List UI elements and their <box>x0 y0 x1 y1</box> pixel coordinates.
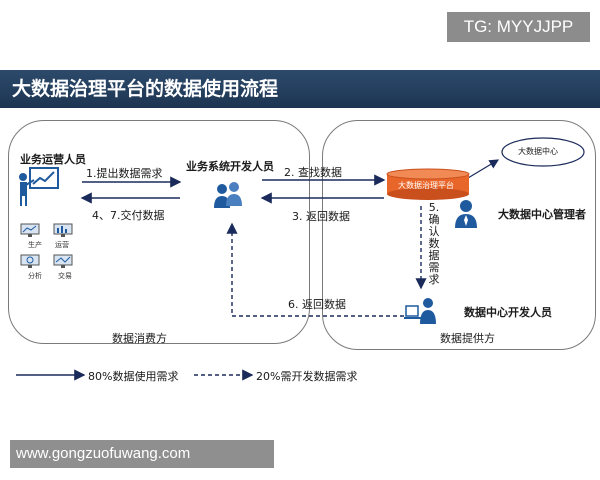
watermark-url: www.gongzuofuwang.com <box>10 440 274 468</box>
monitor-icon <box>53 223 73 237</box>
platform-label: 大数据治理平台 <box>398 181 454 190</box>
legend-solid-label: 80%数据使用需求 <box>88 370 179 383</box>
tg-badge: TG: MYYJJPP <box>447 12 590 42</box>
mini-label-trade: 交易 <box>58 272 72 280</box>
arrow-step6 <box>226 222 404 317</box>
admin-label: 大数据中心管理者 <box>498 208 586 221</box>
step1-label: 1.提出数据需求 <box>86 167 163 180</box>
step47-label: 4、7.交付数据 <box>92 209 165 222</box>
admin-icon <box>455 200 477 228</box>
page-title: 大数据治理平台的数据使用流程 <box>12 78 279 100</box>
datacenter-label: 大数据中心 <box>518 147 558 156</box>
mini-label-production: 生产 <box>28 241 42 249</box>
consumer-caption: 数据消费方 <box>112 332 167 345</box>
step6-label: 6. 返回数据 <box>288 298 346 311</box>
step2-label: 2. 查找数据 <box>284 166 342 179</box>
ops-person-label: 业务运营人员 <box>20 153 86 166</box>
step5-label: 5.确认数据需求 <box>428 201 440 286</box>
step3-label: 3. 返回数据 <box>292 210 350 223</box>
dev-center-label: 数据中心开发人员 <box>464 306 552 319</box>
provider-caption: 数据提供方 <box>440 332 495 345</box>
mini-label-operation: 运营 <box>55 241 69 249</box>
platform-cylinder <box>386 168 470 200</box>
dev-person-label: 业务系统开发人员 <box>186 160 274 173</box>
developer-computer-icon <box>404 298 436 324</box>
monitor-icon <box>53 254 73 268</box>
people-group-icon <box>214 182 242 208</box>
mini-label-analysis: 分析 <box>28 272 42 280</box>
monitor-icon <box>20 254 40 268</box>
arrow-platform-datacenter <box>467 159 500 179</box>
datacenter-cylinder <box>501 137 585 167</box>
monitor-icon <box>20 223 40 237</box>
title-bar: 大数据治理平台的数据使用流程 <box>0 70 600 108</box>
legend-dashed-label: 20%需开发数据需求 <box>256 370 358 383</box>
presenter-icon <box>19 167 59 206</box>
